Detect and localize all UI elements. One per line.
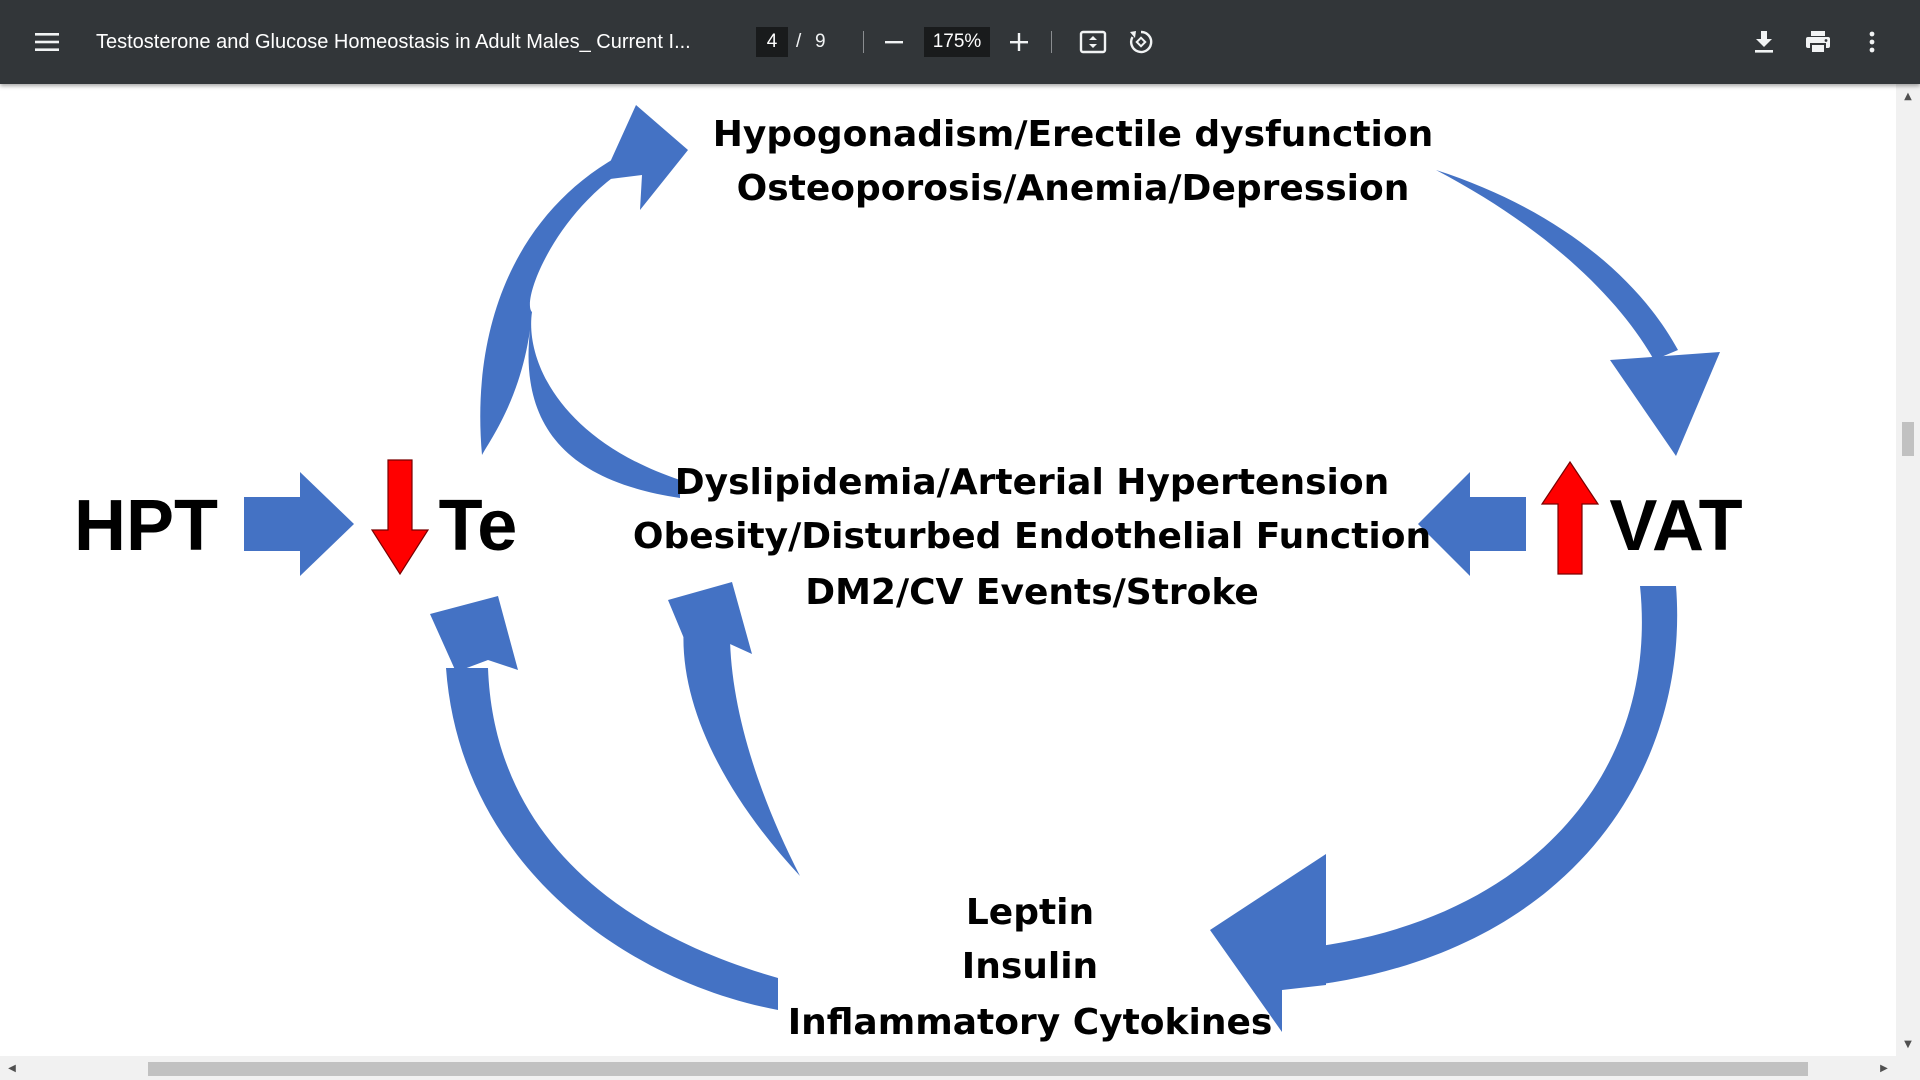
arrow-te-to-top <box>480 145 680 498</box>
minus-icon <box>885 41 903 44</box>
bottom-text-line-3: Inflammatory Cytokines <box>788 1002 1273 1043</box>
page-separator: / <box>796 31 802 52</box>
scroll-down-arrow-icon[interactable]: ▼ <box>1904 1038 1912 1050</box>
download-button[interactable] <box>1744 22 1784 62</box>
scroll-up-arrow-icon[interactable]: ▲ <box>1904 90 1912 102</box>
toolbar-divider <box>1051 31 1052 53</box>
more-options-button[interactable] <box>1852 22 1892 62</box>
print-icon <box>1806 31 1830 54</box>
download-icon <box>1755 31 1773 53</box>
vertical-scrollbar[interactable]: ▲ ▼ <box>1896 84 1920 1056</box>
vertical-scroll-thumb[interactable] <box>1902 422 1914 456</box>
scrollbar-corner <box>1896 1056 1920 1080</box>
mid-text-line-3: DM2/CV Events/Stroke <box>805 572 1259 613</box>
plus-icon <box>1010 33 1028 51</box>
horizontal-scrollbar[interactable]: ◀ ▶ <box>0 1056 1896 1080</box>
mid-text-line-2: Obesity/Disturbed Endothelial Function <box>633 516 1431 557</box>
print-button[interactable] <box>1798 22 1838 62</box>
document-title: Testosterone and Glucose Homeostasis in … <box>96 31 691 53</box>
zoom-level-input[interactable] <box>924 27 990 57</box>
page-total: 9 <box>815 31 826 52</box>
arrowhead-bottom-left <box>430 596 518 672</box>
zoom-in-button[interactable] <box>999 22 1039 62</box>
bottom-text-line-1: Leptin <box>966 892 1094 933</box>
more-vert-icon <box>1869 31 1875 53</box>
arrowhead-bottom-right <box>1210 854 1326 1032</box>
fit-page-button[interactable] <box>1073 22 1113 62</box>
rotate-icon <box>1129 30 1153 54</box>
arrow-hpt-to-te <box>244 472 354 576</box>
arrow-bottom-to-te <box>446 668 778 1010</box>
arrow-vat-to-bottom <box>1286 586 1678 988</box>
toolbar-divider <box>863 31 864 53</box>
fit-page-icon <box>1079 30 1107 54</box>
hpt-label: HPT <box>74 486 218 566</box>
pdf-toolbar: Testosterone and Glucose Homeostasis in … <box>0 0 1920 84</box>
page-number-input[interactable] <box>756 27 788 57</box>
te-label: Te <box>439 486 518 566</box>
arrowhead-top-left <box>602 105 688 210</box>
arrowhead-top-right <box>1610 352 1720 456</box>
menu-button[interactable] <box>28 22 68 62</box>
scroll-right-arrow-icon[interactable]: ▶ <box>1880 1062 1888 1074</box>
vat-label: VAT <box>1609 486 1742 566</box>
bottom-text-line-2: Insulin <box>962 946 1098 987</box>
rotate-button[interactable] <box>1121 22 1161 62</box>
arrowhead-inner-bottom <box>668 582 752 654</box>
red-up-arrow <box>1540 460 1600 575</box>
arrow-top-to-vat <box>1436 170 1678 360</box>
pdf-page-view[interactable]: Hypogonadism/Erectile dysfunction Osteop… <box>0 84 1920 1056</box>
red-down-arrow <box>370 459 430 576</box>
figure-diagram: Hypogonadism/Erectile dysfunction Osteop… <box>74 105 1743 1043</box>
menu-icon <box>35 33 59 51</box>
mid-text-line-1: Dyslipidemia/Arterial Hypertension <box>675 462 1389 503</box>
zoom-out-button[interactable] <box>874 22 914 62</box>
top-text-line-1: Hypogonadism/Erectile dysfunction <box>713 114 1434 155</box>
scroll-left-arrow-icon[interactable]: ◀ <box>8 1062 16 1074</box>
arrow-bottom-to-mid <box>683 624 800 876</box>
arrow-vat-to-mid <box>1418 472 1526 576</box>
top-text-line-2: Osteoporosis/Anemia/Depression <box>737 168 1410 209</box>
horizontal-scroll-thumb[interactable] <box>148 1062 1808 1076</box>
